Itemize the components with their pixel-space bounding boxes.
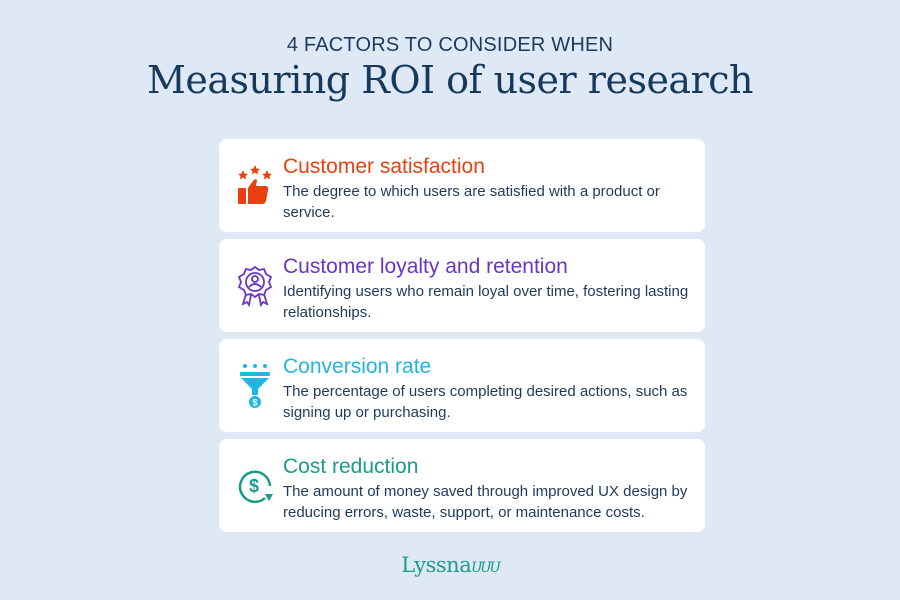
factor-description: The percentage of users completing desir…	[283, 383, 688, 421]
dollar-cycle-icon: $	[233, 463, 277, 509]
factor-card-cost-reduction: $ Cost reduction The amount of money sav…	[219, 439, 705, 532]
factor-title: Conversion rate	[283, 355, 432, 378]
svg-text:$: $	[249, 476, 259, 496]
factor-title: Cost reduction	[283, 455, 419, 478]
logo-swirl-icon: ՍՍՍ	[471, 560, 501, 576]
svg-text:$: $	[252, 398, 257, 408]
thumbs-up-stars-icon	[233, 163, 277, 209]
factor-card-customer-satisfaction: Customer satisfaction The degree to whic…	[219, 139, 705, 232]
logo-text: Lyssna	[401, 553, 472, 577]
factor-title: Customer satisfaction	[283, 155, 485, 178]
factor-title: Customer loyalty and retention	[283, 255, 568, 278]
factor-card-customer-loyalty: Customer loyalty and retention Identifyi…	[219, 239, 705, 332]
factor-description: Identifying users who remain loyal over …	[283, 283, 689, 321]
lyssna-logo: LyssnaՍՍՍ	[0, 553, 900, 577]
kicker-text: 4 FACTORS TO CONSIDER WHEN	[286, 34, 614, 56]
factor-description: The degree to which users are satisfied …	[283, 183, 660, 221]
award-badge-icon	[233, 263, 277, 309]
page-title: Measuring ROI of user research	[146, 58, 754, 102]
factor-card-conversion-rate: $ Conversion rate The percentage of user…	[219, 339, 705, 432]
factor-description: The amount of money saved through improv…	[283, 483, 688, 521]
funnel-dollar-icon: $	[233, 363, 277, 409]
